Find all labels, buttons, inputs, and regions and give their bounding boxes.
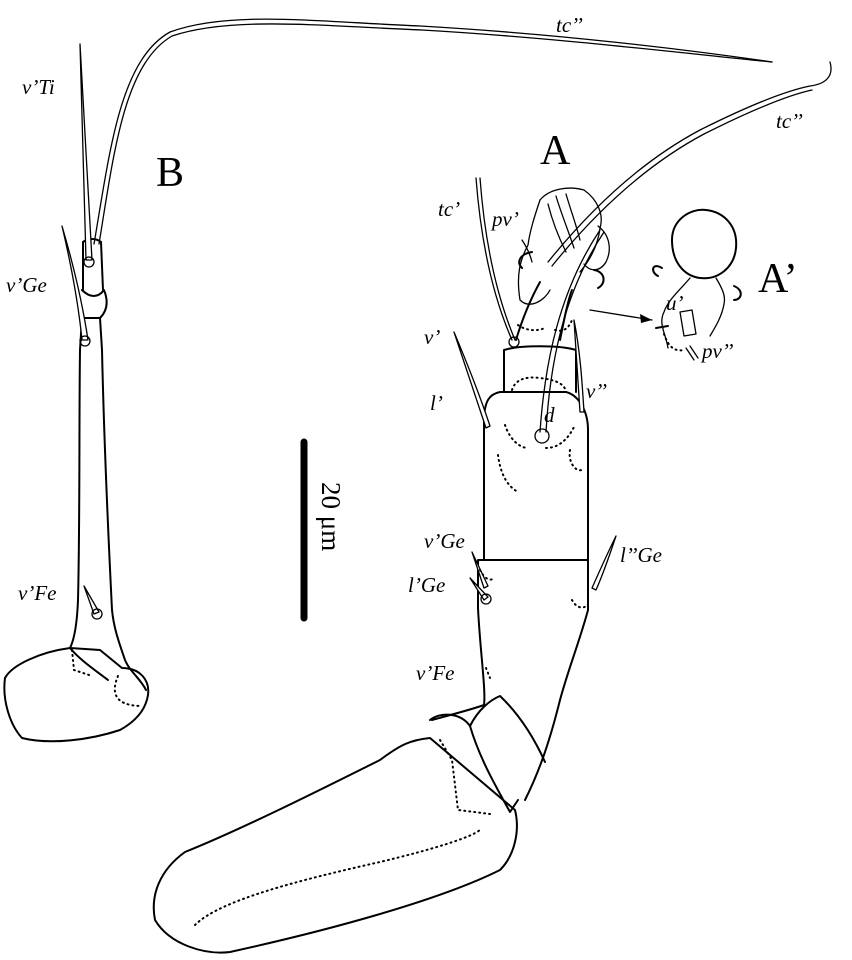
label-a-v-dprime: v’’ xyxy=(586,379,607,403)
label-b-vti: v’Ti xyxy=(22,75,55,99)
leg-a-trochanter xyxy=(431,607,561,801)
leg-a-seta-d xyxy=(539,229,605,433)
leg-a-seta-tc-prime-socket xyxy=(508,336,520,348)
leg-b-trochanter-dots xyxy=(71,649,141,707)
leg-b xyxy=(3,18,773,743)
leg-a-genu xyxy=(483,391,589,561)
leg-a-seta-tc-dprime xyxy=(547,61,832,263)
leg-a-seta-pv-prime xyxy=(521,239,533,263)
label-a-l-prime: l’ xyxy=(430,391,443,415)
label-ap-pv-dprime: pv’’ xyxy=(700,339,733,363)
detail-outline xyxy=(661,277,726,349)
leg-a-seta-vfe-dots xyxy=(485,667,491,679)
leg-a xyxy=(152,61,832,954)
detail-arrow-head xyxy=(640,314,652,323)
label-a-tc-prime: tc’ xyxy=(438,197,460,221)
leg-b-seta-vfe-socket xyxy=(91,608,103,620)
detail-u-seta xyxy=(679,309,697,337)
leg-a-seta-v-prime xyxy=(453,331,491,429)
leg-a-seta-vge-dots xyxy=(479,569,495,581)
leg-a-tibia-dots xyxy=(511,376,567,393)
detail-pv-seta xyxy=(685,345,699,361)
leg-a-femur xyxy=(477,559,589,701)
label-a-d: d xyxy=(544,403,555,427)
detail-left-tick xyxy=(655,325,669,329)
detail-sucker xyxy=(671,208,738,280)
leg-a-genu-dots xyxy=(497,424,583,493)
leg-b-seta-vti xyxy=(79,43,93,261)
detail-a-prime xyxy=(589,208,742,361)
leg-a-seta-d-socket xyxy=(534,428,550,444)
label-a-tc-dprime-right: tc’’ xyxy=(776,109,803,133)
leg-a-seta-v-dprime xyxy=(573,319,585,413)
leg-a-seta-tc-dprime-inner xyxy=(551,89,813,267)
leg-a-claw-hook-right xyxy=(593,269,605,289)
leg-b-seta-tc-long-inner xyxy=(98,23,773,245)
label-a-lge: l’Ge xyxy=(408,573,445,597)
leg-a-tarsus-dots xyxy=(517,319,573,332)
leg-a-claw-left xyxy=(517,199,551,305)
leg-a-pretarsus xyxy=(583,225,610,271)
leg-a-coxa-dots xyxy=(194,739,491,926)
panel-label-b: B xyxy=(156,150,184,196)
leg-b-seta-tc-long xyxy=(93,18,773,245)
panel-label-a-prime: A’ xyxy=(758,256,798,302)
leg-a-seta-lge-socket xyxy=(480,593,492,605)
panel-label-a: A xyxy=(540,128,571,174)
label-b-vge: v’Ge xyxy=(6,273,47,297)
leg-a-seta-ldge xyxy=(591,535,617,591)
leg-a-tarsus xyxy=(515,281,573,341)
leg-b-seta-vge xyxy=(61,225,89,341)
label-a-v-prime: v’ xyxy=(424,325,440,349)
leg-a-empodium xyxy=(539,187,602,273)
label-b-vfe: v’Fe xyxy=(18,581,56,605)
scale-bar-label: 20 μm xyxy=(316,482,346,551)
label-a-vfe: v’Fe xyxy=(416,661,454,685)
label-a-ldge: l’’Ge xyxy=(620,543,662,567)
leg-a-coxa xyxy=(152,737,518,954)
leg-b-seta-vti-socket xyxy=(83,256,95,268)
leg-b-genu xyxy=(81,241,108,319)
label-a-vge: v’Ge xyxy=(424,529,465,553)
label-ap-u-prime: u’ xyxy=(666,291,684,315)
leg-b-seta-vfe xyxy=(83,585,100,615)
label-a-pv-prime: pv’ xyxy=(490,207,519,231)
leg-a-seta-tc-prime xyxy=(475,177,516,341)
leg-a-seta-ldge-dots xyxy=(571,599,589,609)
label-a-tc-dprime-upper: tc’’ xyxy=(556,13,583,37)
leg-b-trochanter xyxy=(3,647,150,743)
detail-hook-right xyxy=(733,285,742,301)
leg-b-femur xyxy=(69,317,147,691)
leg-a-coxa-joint xyxy=(429,713,519,813)
detail-hook-left xyxy=(652,265,663,277)
detail-dots xyxy=(663,333,685,352)
leg-b-seta-vge-socket xyxy=(79,335,91,347)
